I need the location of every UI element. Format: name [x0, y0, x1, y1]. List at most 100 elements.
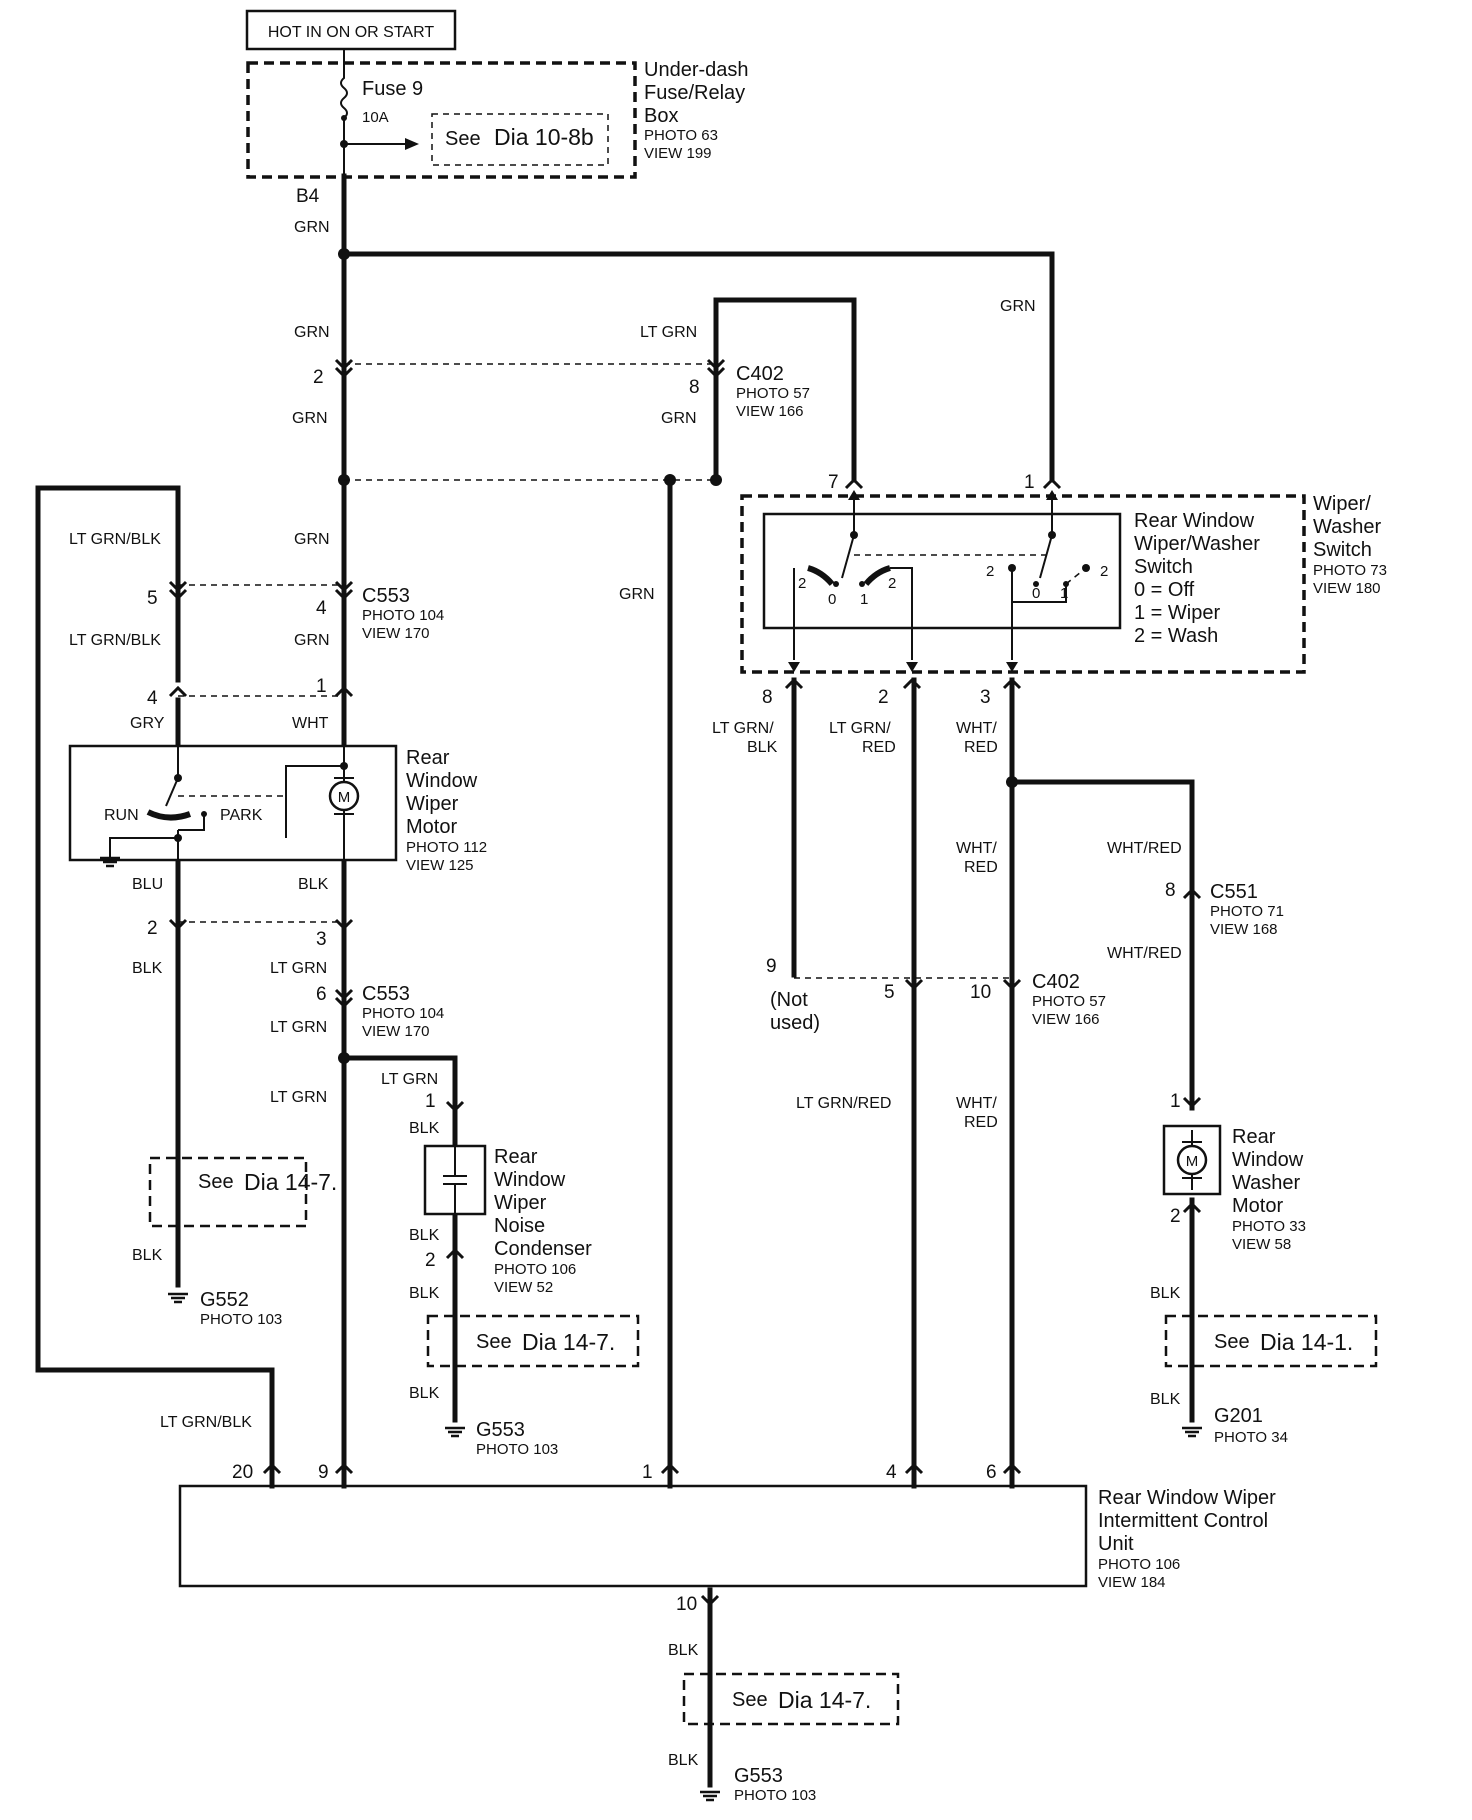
- hot-in-on-or-start-box: HOT IN ON OR START: [245, 9, 457, 51]
- rear-window-wiper-intermittent-control-unit: Rear Window Wiper Intermittent Control U…: [178, 1470, 1276, 1591]
- connector-c553-top: C553 PHOTO 104 VIEW 170: [362, 585, 444, 642]
- fusebox-view: VIEW 199: [644, 145, 712, 162]
- wire-label-grn: GRN: [619, 586, 655, 603]
- switch-view: VIEW 180: [1313, 580, 1381, 597]
- control-unit-title-3: Unit: [1098, 1533, 1134, 1555]
- pin-number: 2: [1170, 1206, 1181, 1227]
- switch-pos: 0: [828, 591, 836, 608]
- see-fuse-ref[interactable]: Dia 10-8b: [494, 124, 594, 150]
- wiper-motor-title-1: Rear: [406, 747, 450, 769]
- see-prefix: See: [476, 1331, 512, 1353]
- under-dash-fuse-relay-box: Fuse 9 10A See Dia 10-8b Under-dash Fuse…: [246, 49, 749, 179]
- wiper-motor-title-4: Motor: [406, 816, 457, 838]
- ground-icon: [1180, 1426, 1204, 1438]
- wire-label-wht-red-2: RED: [964, 859, 998, 876]
- wire-label-blk: BLK: [132, 960, 163, 977]
- not-used-line-2: used): [770, 1012, 820, 1034]
- control-unit-photo: PHOTO 106: [1098, 1556, 1180, 1573]
- wire-label-grn: GRN: [294, 324, 330, 341]
- hot-in-label: HOT IN ON OR START: [268, 24, 434, 41]
- wire-label-wht-red-2: RED: [964, 1114, 998, 1131]
- washer-motor-title-3: Washer: [1232, 1172, 1301, 1194]
- switch-inner-title-3: Switch: [1134, 556, 1193, 578]
- wire-label-wht: WHT: [292, 715, 329, 732]
- pin-number: 2: [147, 918, 158, 939]
- wire-label-blk: BLK: [409, 1227, 440, 1244]
- switch-legend-0: 0 = Off: [1134, 579, 1195, 601]
- pin-number: 3: [316, 929, 327, 950]
- rear-window-wiper-motor: M RUN PARK Rear Window Wiper Motor PHOTO…: [68, 744, 487, 874]
- pin-number: 8: [762, 687, 773, 708]
- wire-label-lt-grn-blk: LT GRN/BLK: [160, 1414, 252, 1431]
- rear-window-wiper-noise-condenser: Rear Window Wiper Noise Condenser PHOTO …: [423, 1144, 592, 1296]
- pin-number: 1: [425, 1091, 436, 1112]
- switch-photo: PHOTO 73: [1313, 562, 1387, 579]
- see-dia-147-middle[interactable]: See Dia 14-7.: [426, 1314, 640, 1368]
- wire-label-wht-red: WHT/RED: [1107, 840, 1182, 857]
- switch-pos: 2: [888, 575, 896, 592]
- fuse-name: Fuse 9: [362, 78, 423, 100]
- wire-label-grn: GRN: [661, 410, 697, 427]
- connector-photo: PHOTO 104: [362, 607, 444, 624]
- switch-pos: 2: [1100, 563, 1108, 580]
- wire-label-blk: BLK: [409, 1285, 440, 1302]
- pin-number: 4: [316, 598, 327, 619]
- see-dia-147-bottom[interactable]: See Dia 14-7.: [682, 1672, 900, 1726]
- switch-legend-2: 2 = Wash: [1134, 625, 1218, 647]
- wiper-motor-photo: PHOTO 112: [406, 839, 487, 856]
- ground-photo: PHOTO 103: [476, 1441, 558, 1458]
- see-ref[interactable]: Dia 14-7.: [778, 1687, 871, 1713]
- connector-view: VIEW 168: [1210, 921, 1278, 938]
- ground-g552: G552 PHOTO 103: [166, 1289, 282, 1328]
- wire-label-lt-grn: LT GRN: [270, 1089, 327, 1106]
- see-ref[interactable]: Dia 14-1.: [1260, 1329, 1353, 1355]
- connector-photo: PHOTO 71: [1210, 903, 1284, 920]
- see-ref[interactable]: Dia 14-7.: [244, 1169, 337, 1195]
- condenser-title-5: Condenser: [494, 1238, 592, 1260]
- connector-pins: [168, 358, 1202, 1607]
- pin-number: 8: [689, 377, 700, 398]
- pin-number: 20: [232, 1462, 253, 1483]
- see-dia-141-right[interactable]: See Dia 14-1.: [1164, 1314, 1378, 1368]
- rear-window-washer-motor: M Rear Window Washer Motor PHOTO 33 VIEW…: [1162, 1124, 1306, 1253]
- switch-pos: 1: [860, 591, 868, 608]
- switch-outer-title-1: Wiper/: [1313, 493, 1371, 515]
- ground-name: G552: [200, 1289, 249, 1311]
- wire-label-lt-grn-blk: LT GRN/BLK: [69, 531, 161, 548]
- connector-c402-bottom: C402 PHOTO 57 VIEW 166: [1032, 971, 1106, 1028]
- see-prefix: See: [198, 1171, 234, 1193]
- not-used-line-1: (Not: [770, 989, 808, 1011]
- connector-tie-lines: [178, 363, 1012, 979]
- control-unit-title-1: Rear Window Wiper: [1098, 1487, 1276, 1509]
- wire-label-gry: GRY: [130, 715, 165, 732]
- condenser-title-3: Wiper: [494, 1192, 547, 1214]
- switch-pos: 0: [1032, 585, 1040, 602]
- connector-photo: PHOTO 57: [736, 385, 810, 402]
- switch-inner-title-2: Wiper/Washer: [1134, 533, 1260, 555]
- connector-view: VIEW 170: [362, 1023, 430, 1040]
- wire-label-grn: GRN: [294, 219, 330, 236]
- pin-number: 10: [970, 982, 991, 1003]
- see-ref[interactable]: Dia 14-7.: [522, 1329, 615, 1355]
- pin-number: 1: [642, 1462, 653, 1483]
- washer-motor-title-4: Motor: [1232, 1195, 1283, 1217]
- wire-label-blk: BLK: [298, 876, 329, 893]
- ground-g553-middle: G553 PHOTO 103: [443, 1419, 558, 1458]
- wire-label-blk: BLK: [132, 1247, 163, 1264]
- fusebox-title-1: Under-dash: [644, 59, 749, 81]
- wiper-washer-switch: 2 0 1 2 2 0 1 2 Rear Window Wiper/Washer…: [740, 490, 1387, 674]
- control-unit-title-2: Intermittent Control: [1098, 1510, 1268, 1532]
- wiper-motor-view: VIEW 125: [406, 857, 474, 874]
- ground-photo: PHOTO 34: [1214, 1429, 1288, 1446]
- fusebox-title-2: Fuse/Relay: [644, 82, 745, 104]
- condenser-title-1: Rear: [494, 1146, 538, 1168]
- see-dia-147-left[interactable]: See Dia 14-7.: [148, 1155, 337, 1229]
- connector-name: C402: [736, 363, 784, 385]
- wire-label-lt-grn: LT GRN: [640, 324, 697, 341]
- motor-icon: [1176, 1144, 1208, 1176]
- pin-number: 9: [766, 956, 777, 977]
- see-fuse-prefix: See: [445, 128, 481, 150]
- fuse-rating: 10A: [362, 109, 389, 126]
- motor-m-symbol: M: [338, 789, 351, 806]
- pin-number: 2: [878, 687, 889, 708]
